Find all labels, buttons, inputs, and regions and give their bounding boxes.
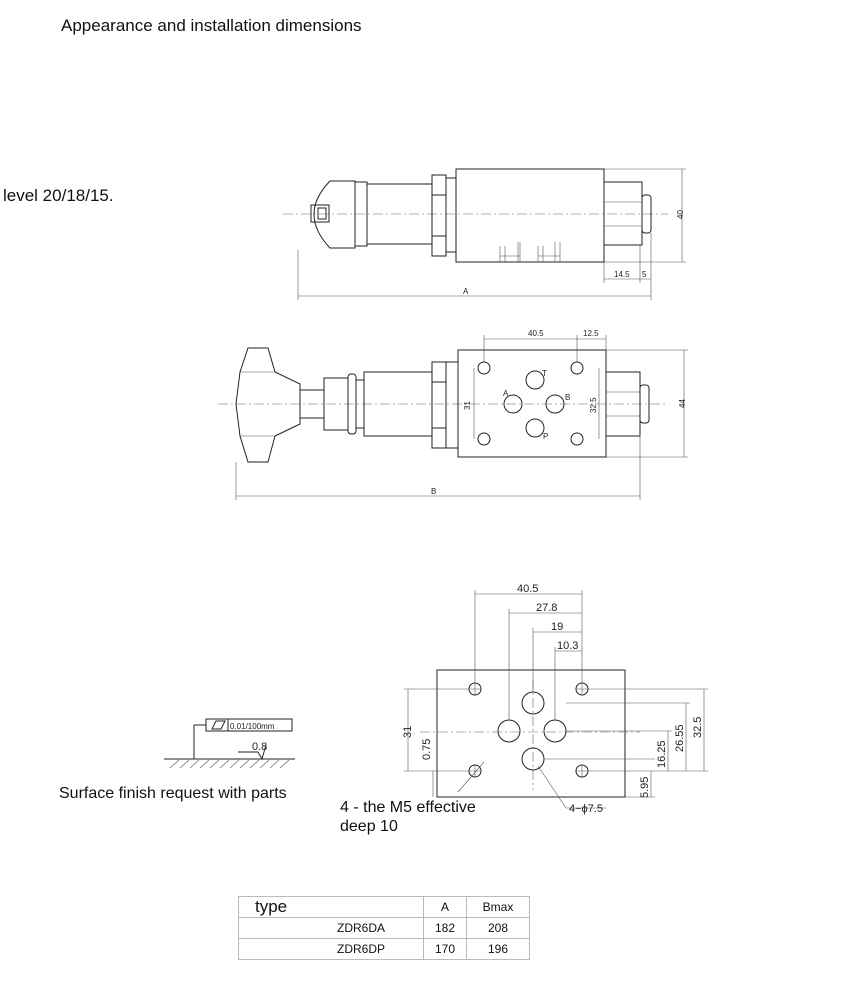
table-row: ZDR6DA 182 208: [238, 917, 530, 939]
dim-holes: 4−ϕ7.5: [569, 803, 603, 815]
dim-B: B: [431, 487, 436, 496]
pressure-level-note: level 20/18/15.: [3, 186, 114, 205]
header-type: type: [238, 896, 424, 918]
cell-A: 182: [423, 917, 467, 939]
dim-40: 40: [676, 210, 685, 219]
dim-10-3: 10.3: [557, 640, 578, 652]
dim-44: 44: [678, 399, 687, 408]
port-P-label: P: [543, 432, 548, 441]
dim-26-55: 26.55: [674, 724, 686, 752]
surface-finish-note: Surface finish request with parts: [59, 785, 287, 802]
dim-40-5-mount: 40.5: [517, 583, 538, 595]
dim-A: A: [463, 287, 469, 296]
cell-Bmax: 208: [466, 917, 530, 939]
cell-type: ZDR6DP: [238, 938, 424, 960]
roughness-value: 0.8: [252, 741, 267, 753]
dim-0-75: 0.75: [421, 739, 433, 760]
header-A: A: [423, 896, 467, 918]
cell-type: ZDR6DA: [238, 917, 424, 939]
surface-finish-symbol: 0.01/100mm 0.8: [164, 718, 295, 769]
side-view: 40 14.5 5 A: [283, 168, 686, 300]
dim-32-5: 32.5: [589, 397, 598, 413]
port-A-label: A: [503, 389, 509, 398]
cell-Bmax: 196: [466, 938, 530, 960]
port-B-label: B: [565, 393, 570, 402]
dim-12-5: 12.5: [583, 329, 599, 338]
dim-5-95: 5.95: [639, 777, 651, 798]
flatness-value: 0.01/100mm: [230, 722, 275, 731]
dim-31: 31: [463, 401, 472, 410]
dim-14-5: 14.5: [614, 270, 630, 279]
cell-A: 170: [423, 938, 467, 960]
dim-40-5: 40.5: [528, 329, 544, 338]
m5-thread-note: 4 - the M5 effective deep 10: [340, 799, 476, 835]
dim-32-5-mount: 32.5: [692, 717, 704, 738]
top-view: T A B P 40.5 12.5 31 32.5 44 B: [218, 329, 688, 500]
header-Bmax: Bmax: [466, 896, 530, 918]
dim-31-mount: 31: [402, 726, 414, 738]
dim-16-25: 16.25: [656, 740, 668, 768]
page-title: Appearance and installation dimensions: [61, 16, 362, 35]
mounting-surface-view: 40.5 27.8 19 10.3 31 0.75 32.5 26.55 16.…: [402, 583, 708, 815]
table-header-row: type A Bmax: [238, 896, 530, 918]
dim-5: 5: [642, 270, 647, 279]
dimension-table: type A Bmax ZDR6DA 182 208 ZDR6DP 170 19…: [238, 896, 530, 960]
dim-19: 19: [551, 621, 563, 633]
table-row: ZDR6DP 170 196: [238, 938, 530, 960]
port-T-label: T: [542, 369, 547, 378]
dim-27-8: 27.8: [536, 602, 557, 614]
